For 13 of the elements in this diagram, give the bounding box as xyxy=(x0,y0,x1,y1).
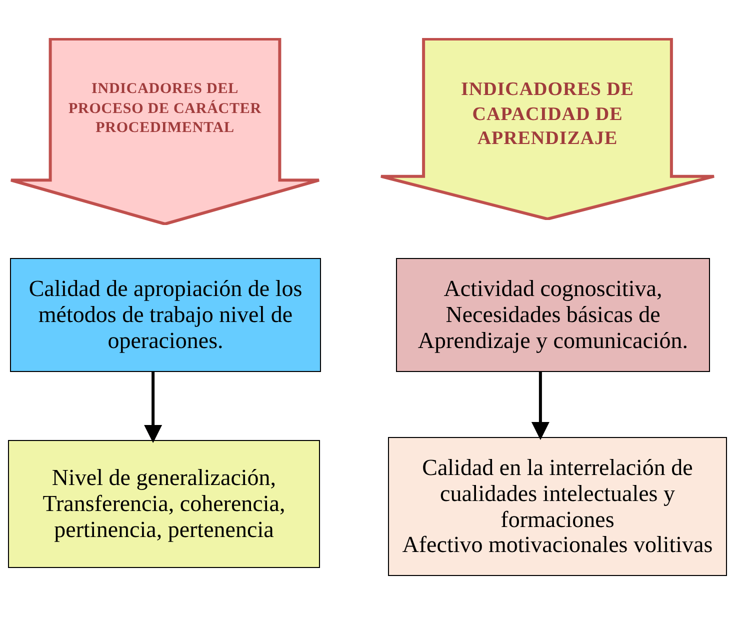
text-box xyxy=(10,258,321,372)
box-text: Nivel de generalización, Transferencia, coherencia, pertinencia, pertenencia xyxy=(42,465,286,543)
text-box xyxy=(8,440,320,568)
text-box xyxy=(388,437,727,576)
box-text: Afectivo motivacionales volitivas xyxy=(402,532,713,558)
arrow-heading: INDICADORES DE CAPACIDAD DE APRENDIZAJE xyxy=(460,78,635,152)
box-text: Calidad en la interrelación de cualidades intelectuales y formaciones xyxy=(421,455,694,532)
arrow-heading: INDICADORES DEL PROCESO DE CARÁCTER PROCEDIMENTAL xyxy=(68,80,262,138)
box-text: Calidad de apropiación de los métodos de trabajo nivel de operaciones. xyxy=(28,276,304,354)
arrow xyxy=(531,372,550,440)
text-box xyxy=(396,258,710,372)
box-text: Actividad cognoscitiva, Necesidades básicas de Aprendizaje y comunicación. xyxy=(416,276,690,354)
arrow xyxy=(144,372,162,443)
